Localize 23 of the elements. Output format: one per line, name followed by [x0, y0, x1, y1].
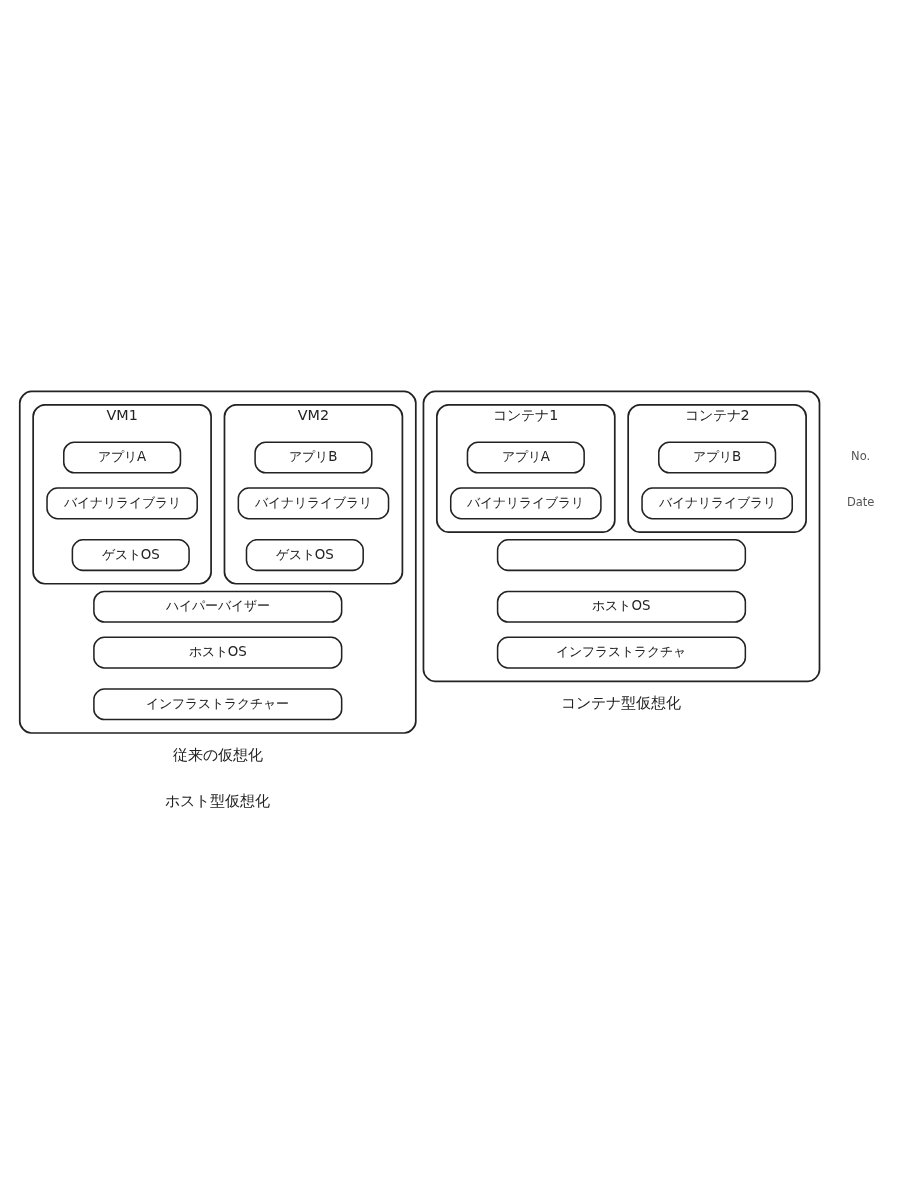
- node-label: 従来の仮想化: [172, 745, 263, 764]
- cluster: [422, 390, 821, 682]
- node-box: バイナリライブラリ: [641, 486, 793, 519]
- node-label: コンテナ型仮想化: [561, 693, 682, 712]
- node-box: バイナリライブラリ: [46, 486, 198, 519]
- cluster: [18, 390, 417, 734]
- node-box: アプリB: [658, 440, 777, 474]
- label: No.: [851, 448, 871, 463]
- node-box: ハイパーバイザー: [93, 590, 343, 623]
- node-box: バイナリライブラリ: [449, 486, 602, 519]
- node-box: ホストOS: [93, 636, 343, 669]
- node-label: ホスト型仮想化: [165, 791, 271, 809]
- node-box: アプリB: [254, 440, 373, 474]
- node-box: ゲストOS: [245, 538, 364, 571]
- node-box: バイナリライブラリ: [237, 486, 390, 519]
- node-box: ゲストOS: [71, 538, 190, 571]
- node-box: [496, 538, 747, 571]
- node-box: アプリA: [466, 440, 585, 474]
- node-box: アプリA: [63, 440, 182, 474]
- label: Date: [846, 494, 875, 509]
- node-box: ホストOS: [496, 590, 747, 623]
- node-box: インフラストラクチャ: [496, 636, 747, 669]
- node-box: インフラストラクチャー: [93, 687, 343, 720]
